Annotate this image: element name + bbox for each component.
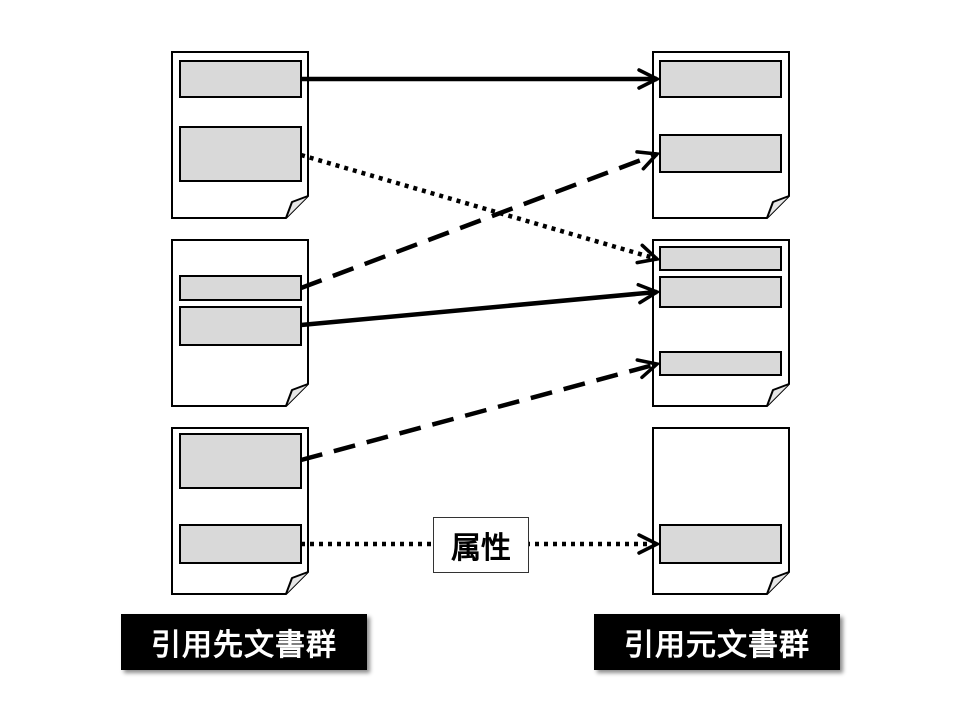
citing-doc-1-section-1: [179, 60, 302, 98]
citing-doc-2-section-1: [179, 275, 302, 301]
citing-document-2: [171, 239, 309, 407]
cited-doc-2-section-1: [659, 246, 782, 271]
arrow-dashed-1: [300, 154, 657, 291]
arrow-dashed-2: [300, 364, 657, 463]
cited-document-3: [652, 427, 790, 595]
cited-doc-1-section-2: [659, 134, 782, 173]
citing-doc-2-section-2: [179, 306, 302, 346]
citing-document-3: [171, 427, 309, 595]
citing-document-1: [171, 51, 309, 219]
citing-doc-1-section-2: [179, 126, 302, 182]
cited-documents-caption: 引用元文書群: [594, 614, 840, 670]
cited-doc-2-section-3: [659, 351, 782, 376]
cited-doc-2-section-2: [659, 276, 782, 308]
citing-documents-caption: 引用先文書群: [121, 614, 367, 670]
citing-doc-3-section-1: [179, 433, 302, 489]
citing-doc-3-section-2: [179, 524, 302, 564]
attribute-label: 属性: [433, 517, 529, 573]
cited-doc-3-section-1: [659, 524, 782, 564]
cited-doc-1-section-1: [659, 60, 782, 98]
arrow-solid-2: [300, 292, 657, 328]
cited-document-2: [652, 239, 790, 407]
arrow-dotted-1: [300, 152, 657, 259]
cited-document-1: [652, 51, 790, 219]
